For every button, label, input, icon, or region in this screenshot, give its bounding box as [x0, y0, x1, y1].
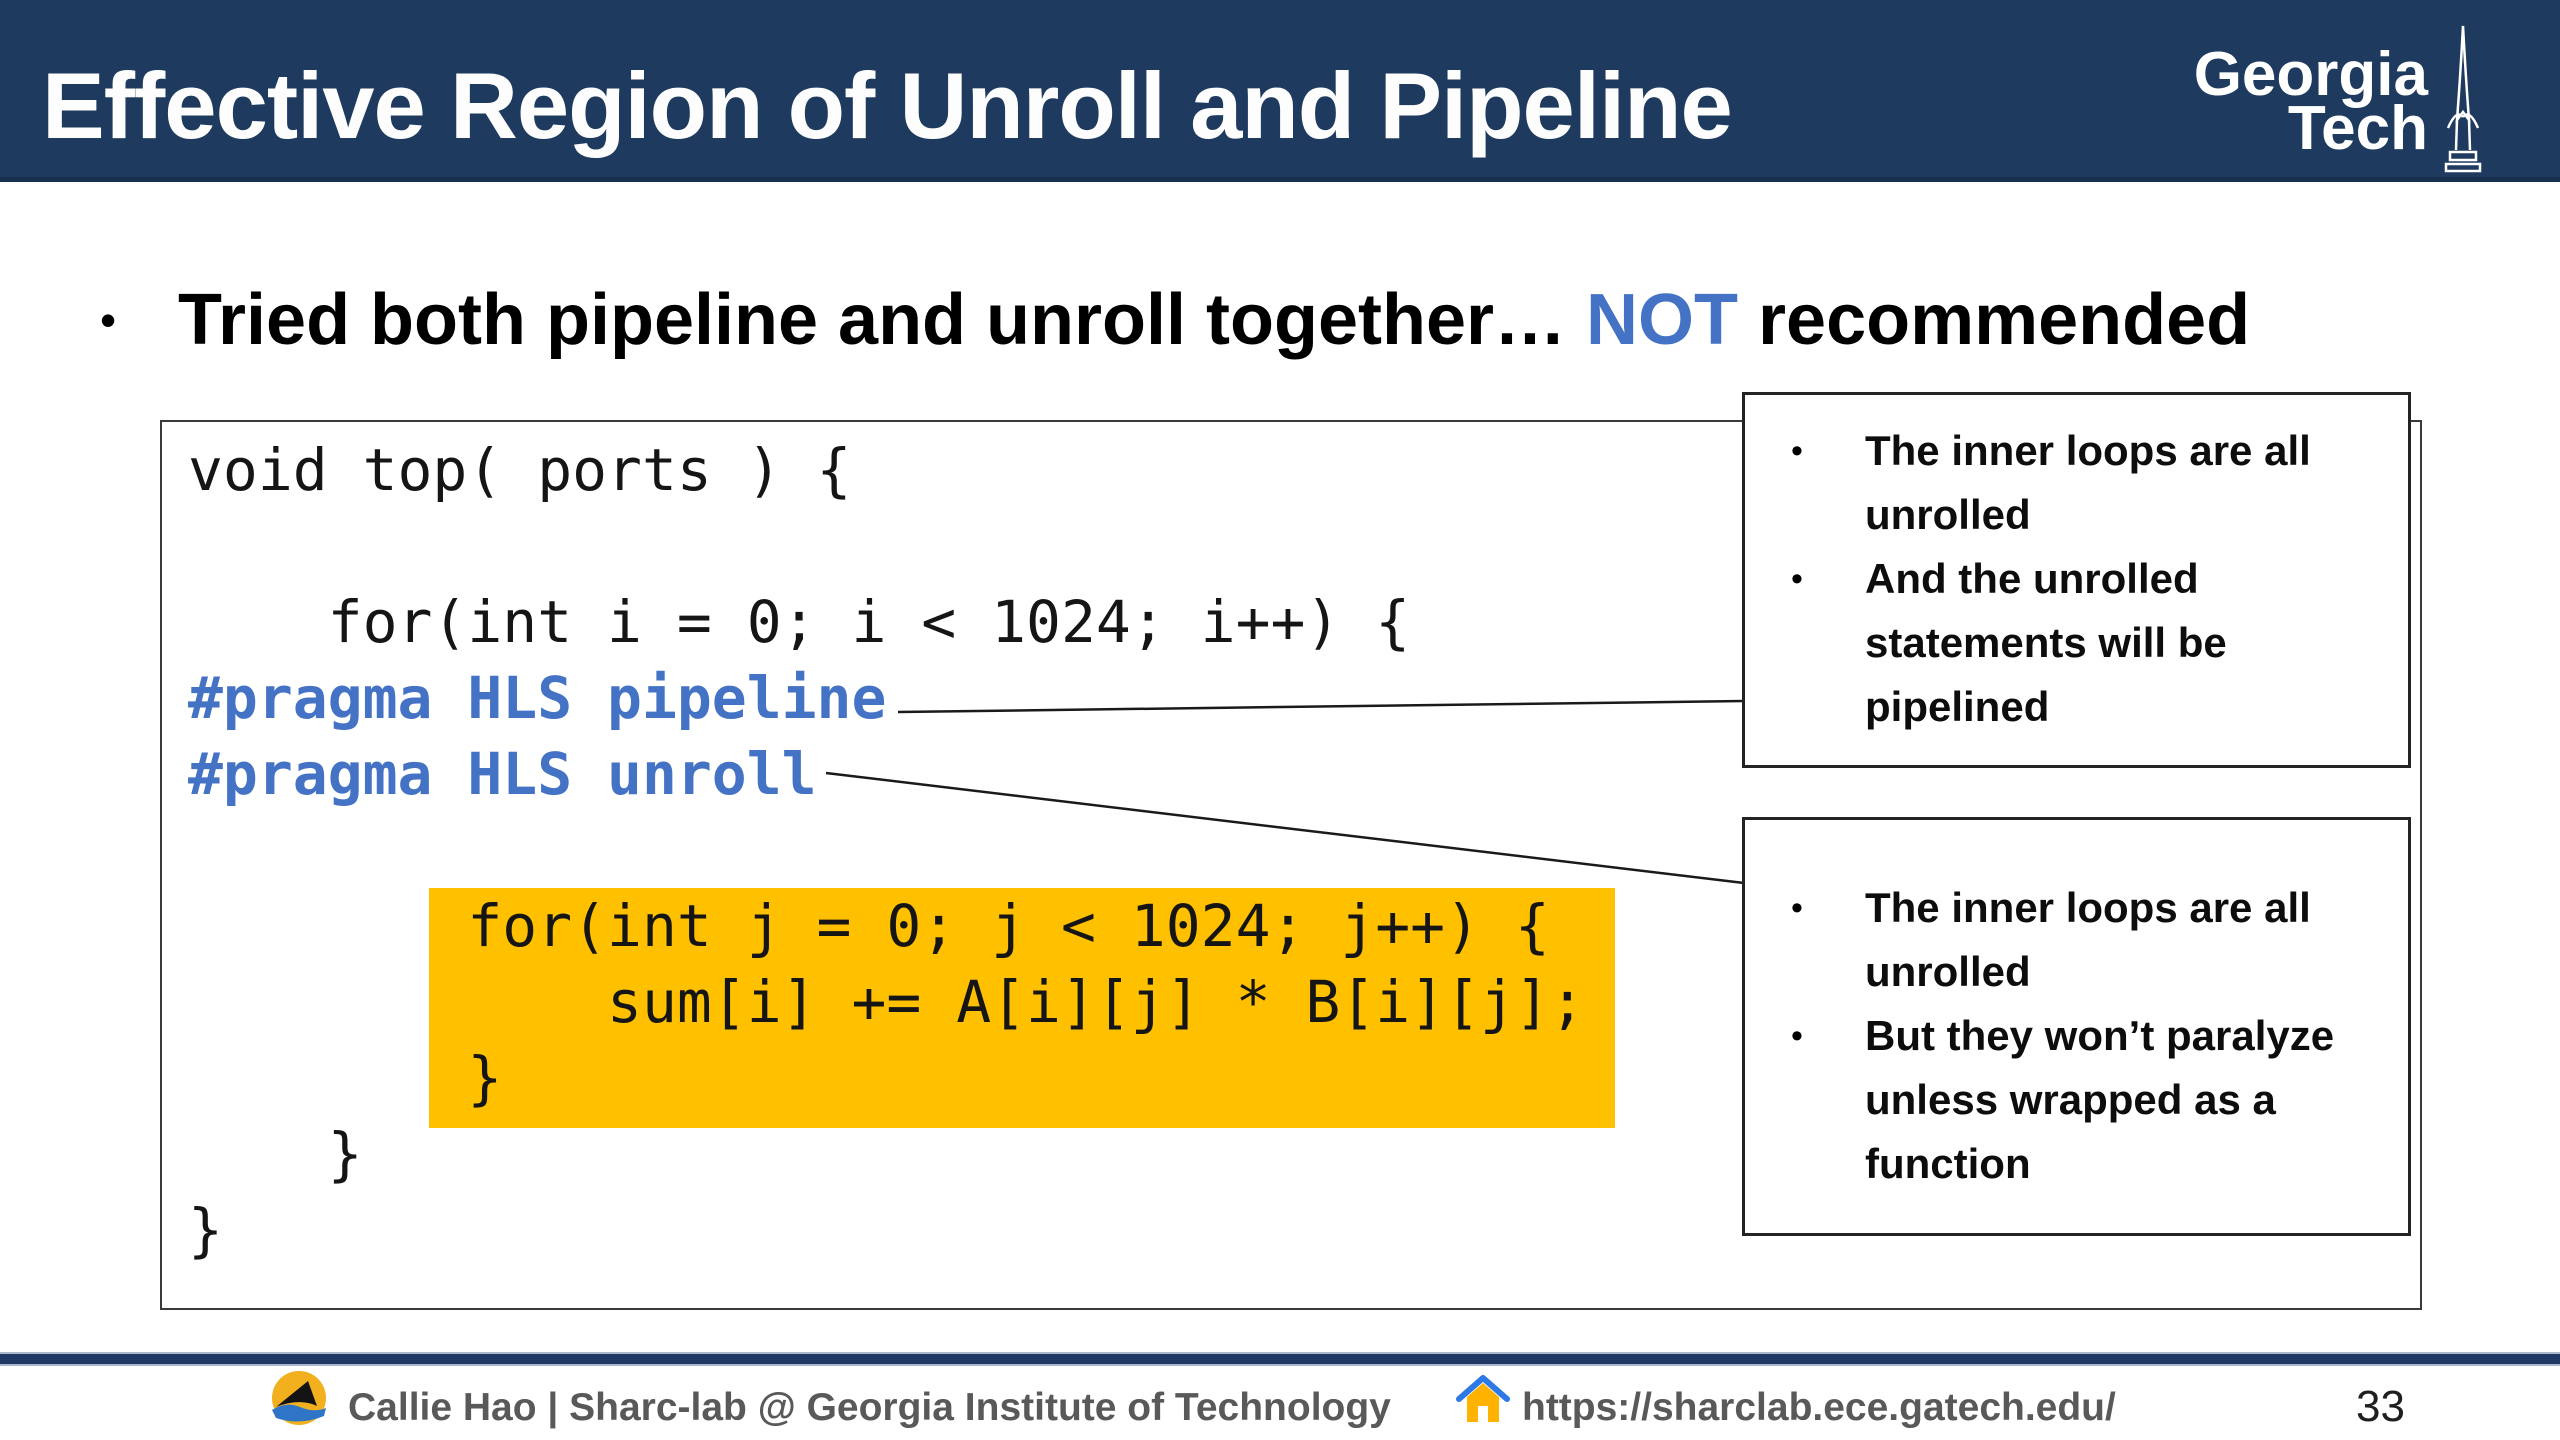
gt-tower-icon [2444, 25, 2482, 173]
code-line-pragma-unroll: #pragma HLS unroll [188, 740, 817, 808]
georgia-tech-wordmark: Georgia Tech [2193, 40, 2428, 163]
code-line [188, 508, 1585, 584]
callout-text: But they won’t paralyze unless wrapped a… [1865, 1012, 2335, 1187]
callout-bullet-dot: • [1791, 560, 1803, 598]
callout-pipeline-box: • The inner loops are all unrolled • And… [1742, 392, 2411, 768]
callout-text: The inner loops are all unrolled [1865, 427, 2311, 538]
footer-url: https://sharclab.ece.gatech.edu/ [1522, 1386, 2116, 1429]
not-emphasis: NOT [1586, 280, 1738, 360]
title-bar: Effective Region of Unroll and Pipeline … [0, 0, 2560, 182]
callout-unroll-box: • The inner loops are all unrolled • But… [1742, 817, 2411, 1236]
code-line: } [188, 1196, 223, 1264]
sharc-lab-logo-icon [272, 1371, 326, 1425]
callout-bullet-dot: • [1791, 1017, 1803, 1055]
page-number: 33 [2356, 1382, 2405, 1431]
callout-text: And the unrolled statements will be pipe… [1865, 555, 2227, 730]
bullet-text-before: Tried both pipeline and unroll together… [178, 280, 1587, 360]
footer-credit: Callie Hao | Sharc-lab @ Georgia Institu… [348, 1386, 1391, 1429]
code-line-pragma-pipeline: #pragma HLS pipeline [188, 664, 887, 732]
code-line: } [188, 1120, 363, 1188]
callout-bullet: • But they won’t paralyze unless wrapped… [1791, 1004, 2388, 1196]
code-listing: void top( ports ) { for(int i = 0; i < 1… [188, 432, 1585, 1268]
callout-bullet: • The inner loops are all unrolled [1791, 419, 2388, 547]
home-icon [1456, 1375, 1510, 1422]
bullet-dot: • [100, 294, 117, 346]
code-line: void top( ports ) { [188, 436, 852, 504]
code-line: for(int i = 0; i < 1024; i++) { [188, 588, 1411, 656]
logo-line-georgia: Georgia [2193, 40, 2428, 109]
code-line [188, 812, 1585, 888]
logo-line-tech: Tech [2287, 94, 2428, 163]
code-line: for(int j = 0; j < 1024; j++) { [188, 892, 1550, 960]
code-highlight-region [429, 888, 1615, 1128]
callout-list: • The inner loops are all unrolled • And… [1745, 419, 2408, 739]
footer-divider [0, 1352, 2560, 1366]
code-line: } [188, 1044, 503, 1112]
bullet-item: • Tried both pipeline and unroll togethe… [100, 277, 2250, 363]
callout-bullet: • And the unrolled statements will be pi… [1791, 547, 2388, 739]
callout-list: • The inner loops are all unrolled • But… [1745, 876, 2408, 1196]
code-line: sum[i] += A[i][j] * B[i][j]; [188, 968, 1585, 1036]
page-title: Effective Region of Unroll and Pipeline [42, 53, 1733, 158]
bullet-text: Tried both pipeline and unroll together…… [178, 277, 2250, 363]
bullet-text-after: recommended [1738, 280, 2251, 360]
callout-text: The inner loops are all unrolled [1865, 884, 2311, 995]
callout-bullet: • The inner loops are all unrolled [1791, 876, 2388, 1004]
callout-bullet-dot: • [1791, 432, 1803, 470]
georgia-tech-logo: Georgia Tech [2194, 20, 2486, 176]
callout-bullet-dot: • [1791, 889, 1803, 927]
